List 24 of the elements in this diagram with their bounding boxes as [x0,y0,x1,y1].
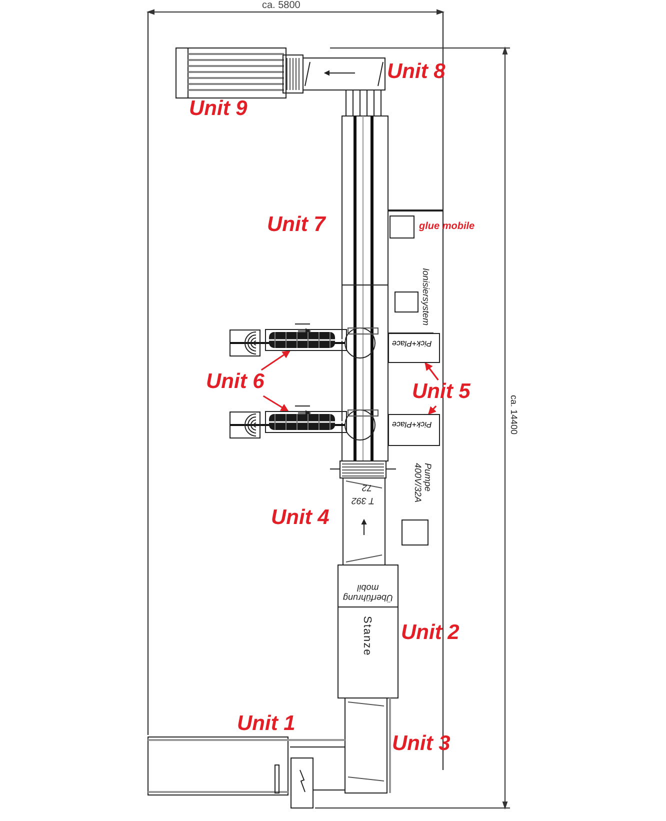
leader-arrow [260,350,290,371]
unit-label: Unit 6 [206,370,278,396]
unit-label: Unit 4 [271,506,330,530]
unit-label: Unit 7 [267,213,327,236]
leader-arrow [428,405,437,415]
station-label: Pick+Place [392,419,432,428]
pick-and-place-station [388,333,440,363]
dimension-label: ca. 5800 [262,0,302,11]
equipment-label: Überführung mobil [342,582,394,602]
unit-label: Unit 1 [237,712,296,736]
unit-label: Unit 9 [189,97,248,120]
equipment-label: T 392 [350,495,376,505]
conveyor-drawing [265,411,347,433]
machine-label: Stanze [361,616,374,658]
equipment-label: Ionisiersystem [420,268,430,328]
leader-arrow [424,362,439,380]
equipment-label: ca. 14400 [508,395,518,437]
conveyor-drawing [265,329,347,351]
station-label: Pick+Place [392,338,432,347]
leader-arrow [262,395,289,412]
pick-and-place-station [388,414,440,446]
equipment-label: Pumpe 400V/32A [412,463,432,505]
unit-label: Unit 2 [401,621,460,644]
equipment-label: 72 [361,482,374,492]
